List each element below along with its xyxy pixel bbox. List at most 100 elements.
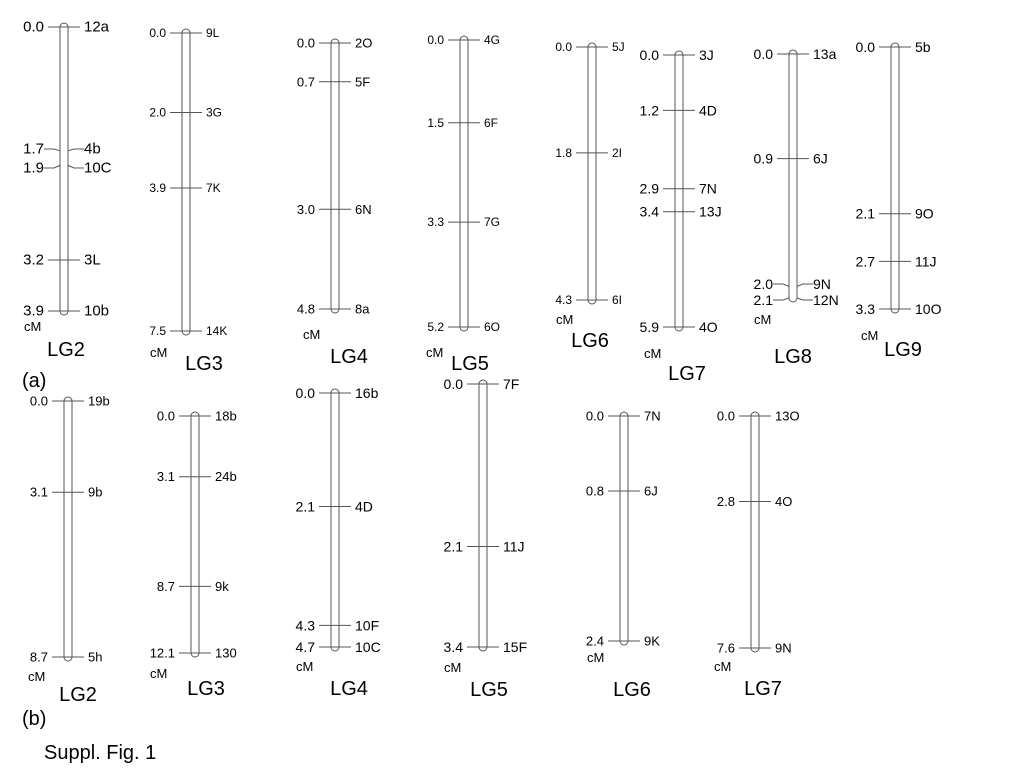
chromosome-bar (619, 411, 629, 646)
linkage-group-label: LG3 (185, 353, 223, 375)
marker-position: 3.3 (856, 301, 876, 317)
marker-position: 0.0 (30, 394, 48, 409)
linkage-group-label: LG4 (330, 678, 368, 700)
unit-label: cM (296, 659, 313, 674)
marker-position: 1.5 (427, 116, 444, 130)
chromosome-bar (181, 28, 191, 336)
marker-position: 0.0 (296, 385, 316, 401)
marker-name: 15F (503, 639, 527, 655)
unit-label: cM (556, 312, 573, 327)
marker-name: 9b (88, 485, 102, 500)
linkage-group-label: LG5 (470, 679, 508, 701)
panel-label: (b) (22, 708, 46, 730)
marker-name: 7N (644, 409, 661, 424)
chromosome-bar (750, 411, 760, 653)
chromosome-bar (587, 42, 597, 305)
linkage-group-label: LG2 (59, 684, 97, 706)
chromosome-bar (190, 411, 200, 658)
marker-position: 1.8 (555, 146, 572, 160)
marker-name: 3J (699, 47, 714, 63)
marker-name: 9O (915, 206, 934, 222)
marker-position: 0.0 (297, 36, 315, 51)
marker-position: 2.0 (149, 105, 166, 119)
marker-position: 2.1 (296, 498, 316, 514)
marker-position: 0.9 (754, 151, 774, 167)
unit-label: cM (28, 669, 45, 684)
marker-name: 11J (915, 253, 937, 269)
marker-name: 10b (84, 303, 109, 320)
marker-position: 0.0 (640, 47, 660, 63)
marker-tick-left (773, 283, 790, 287)
marker-name: 9N (813, 276, 831, 292)
marker-position: 5.9 (640, 319, 660, 335)
marker-position: 8.7 (157, 579, 175, 594)
marker-position: 4.7 (296, 639, 316, 655)
marker-tick-right (67, 148, 84, 152)
unit-label: cM (150, 666, 167, 681)
unit-label: cM (754, 312, 771, 327)
chromosome-bar (330, 388, 340, 652)
marker-position: 0.0 (23, 19, 44, 36)
marker-position: 1.2 (640, 102, 660, 118)
linkage-group-label: LG3 (187, 678, 225, 700)
linkage-group-label: LG6 (571, 330, 609, 352)
marker-name: 2O (355, 36, 372, 51)
marker-position: 0.0 (427, 33, 444, 47)
linkage-group-label: LG2 (47, 339, 85, 361)
marker-position: 0.0 (754, 46, 774, 62)
marker-position: 0.7 (297, 74, 315, 89)
marker-name: 4O (699, 319, 718, 335)
marker-name: 6J (644, 484, 658, 499)
chromosome-bar (674, 50, 684, 332)
marker-name: 6O (484, 320, 500, 334)
chromosome-bar (788, 49, 798, 303)
marker-position: 4.8 (297, 302, 315, 317)
linkage-group-label: LG7 (668, 363, 706, 385)
marker-position: 3.1 (157, 469, 175, 484)
marker-tick-right (796, 297, 813, 301)
marker-name: 10F (355, 617, 379, 633)
marker-position: 2.1 (856, 206, 876, 222)
marker-position: 0.0 (149, 26, 166, 40)
marker-name: 6I (612, 293, 622, 307)
marker-position: 5.2 (427, 320, 444, 334)
marker-position: 3.1 (30, 485, 48, 500)
marker-name: 7K (206, 181, 221, 195)
marker-position: 0.0 (157, 409, 175, 424)
chromosome-bar (330, 38, 340, 314)
marker-name: 7N (699, 181, 717, 197)
marker-name: 18b (215, 409, 237, 424)
marker-position: 4.3 (296, 617, 316, 633)
marker-name: 13a (813, 46, 837, 62)
marker-position: 0.0 (555, 40, 572, 54)
marker-position: 0.0 (717, 409, 735, 424)
marker-name: 4D (699, 102, 717, 118)
marker-name: 4O (775, 494, 792, 509)
marker-name: 6J (813, 151, 828, 167)
marker-name: 24b (215, 469, 237, 484)
marker-name: 16b (355, 385, 379, 401)
marker-position: 2.0 (754, 276, 774, 292)
marker-name: 3G (206, 105, 222, 119)
marker-position: 12.1 (150, 646, 175, 661)
marker-position: 0.8 (586, 484, 604, 499)
marker-position: 2.8 (717, 494, 735, 509)
chromosome-bar (478, 379, 488, 652)
marker-name: 4G (484, 33, 500, 47)
marker-name: 5h (88, 650, 102, 665)
marker-position: 3.3 (427, 215, 444, 229)
marker-position: 2.7 (856, 253, 876, 269)
marker-name: 13J (699, 204, 722, 220)
marker-name: 13O (775, 409, 800, 424)
marker-name: 10C (84, 160, 112, 177)
